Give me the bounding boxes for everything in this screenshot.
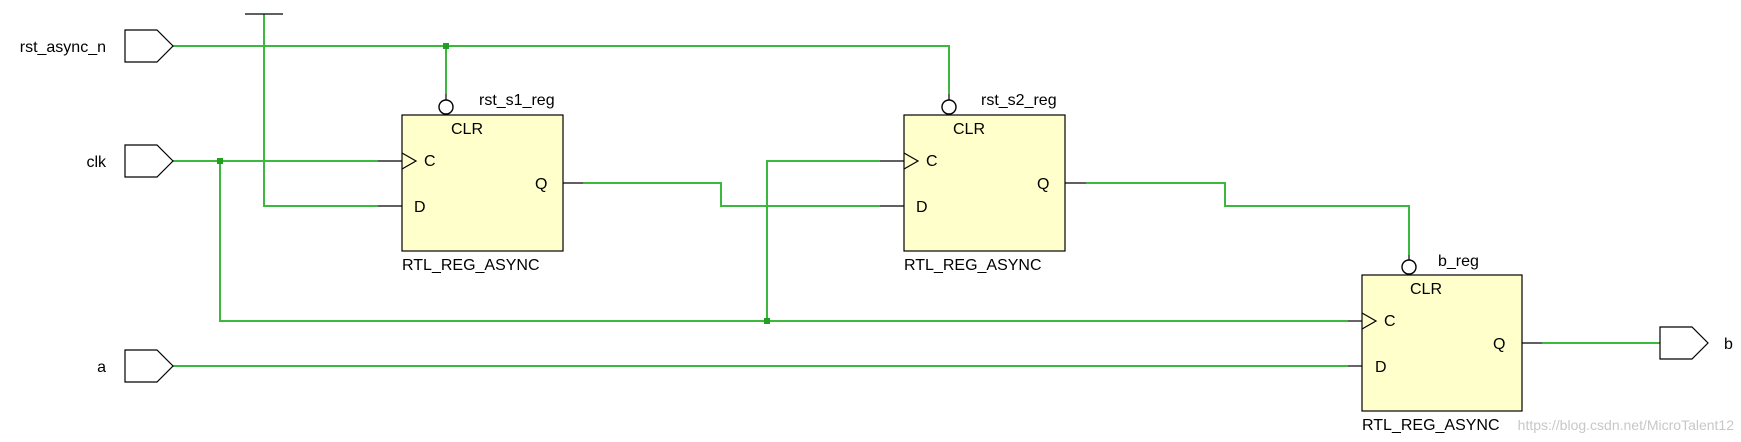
watermark-text: https://blog.csdn.net/MicroTalent12 (1518, 417, 1735, 433)
register-rst-s1-reg[interactable]: CLR C D Q rst_s1_reg RTL_REG_ASYNC (378, 92, 583, 274)
junctions (217, 43, 770, 324)
register-rst-s2-reg[interactable]: CLR C D Q rst_s2_reg RTL_REG_ASYNC (880, 92, 1086, 274)
port-label-clk: clk (86, 154, 107, 171)
input-port-icon (124, 349, 174, 383)
pin-label-q: Q (1493, 336, 1505, 353)
input-port-icon (124, 144, 174, 178)
pin-label-clr: CLR (451, 121, 483, 138)
register-type-label: RTL_REG_ASYNC (904, 257, 1042, 274)
pin-label-clr: CLR (953, 121, 985, 138)
port-clk[interactable]: clk (86, 144, 174, 178)
junction-dot (764, 318, 770, 324)
clock-edge-icon (903, 152, 920, 170)
pin-label-c: C (424, 153, 436, 170)
pin-label-c: C (926, 153, 938, 170)
port-a[interactable]: a (97, 349, 174, 383)
port-label-rst-async-n: rst_async_n (20, 39, 106, 56)
wire-clk[interactable] (173, 160, 1348, 322)
register-instance-name: rst_s1_reg (479, 92, 555, 109)
register-instance-name: rst_s2_reg (981, 92, 1057, 109)
register-body (1361, 274, 1523, 412)
pin-label-q: Q (535, 176, 547, 193)
clock-edge-icon (1361, 312, 1378, 330)
clr-inversion-bubble-icon (438, 99, 454, 115)
pin-label-d: D (916, 199, 928, 216)
junction-dot (217, 158, 223, 164)
port-label-a: a (97, 359, 106, 376)
port-b[interactable]: b (1659, 326, 1733, 360)
pin-label-d: D (414, 199, 426, 216)
register-body (903, 114, 1066, 252)
register-b-reg[interactable]: CLR C D Q b_reg RTL_REG_ASYNC (1348, 253, 1542, 434)
register-type-label: RTL_REG_ASYNC (402, 257, 540, 274)
port-rst-async-n[interactable]: rst_async_n (20, 29, 174, 63)
wire-rst-s2-q-to-b-clr[interactable] (1086, 182, 1410, 255)
port-label-b: b (1724, 336, 1733, 353)
wire-rst-s1-q-to-rst-s2-d[interactable] (583, 182, 880, 207)
pin-label-c: C (1384, 313, 1396, 330)
register-type-label: RTL_REG_ASYNC (1362, 417, 1500, 434)
register-instance-name: b_reg (1438, 253, 1479, 270)
wires (173, 14, 1660, 367)
pin-label-d: D (1375, 359, 1387, 376)
output-port-icon (1659, 326, 1709, 360)
wire-rst-async-n[interactable] (173, 45, 950, 94)
pin-label-clr: CLR (1410, 281, 1442, 298)
input-port-icon (124, 29, 174, 63)
wire-const-to-rst-s1-d[interactable] (263, 14, 378, 207)
clock-edge-icon (401, 152, 418, 170)
register-body (401, 114, 564, 252)
clr-inversion-bubble-icon (1401, 259, 1417, 275)
pin-label-q: Q (1037, 176, 1049, 193)
clr-inversion-bubble-icon (941, 99, 957, 115)
junction-dot (443, 43, 449, 49)
